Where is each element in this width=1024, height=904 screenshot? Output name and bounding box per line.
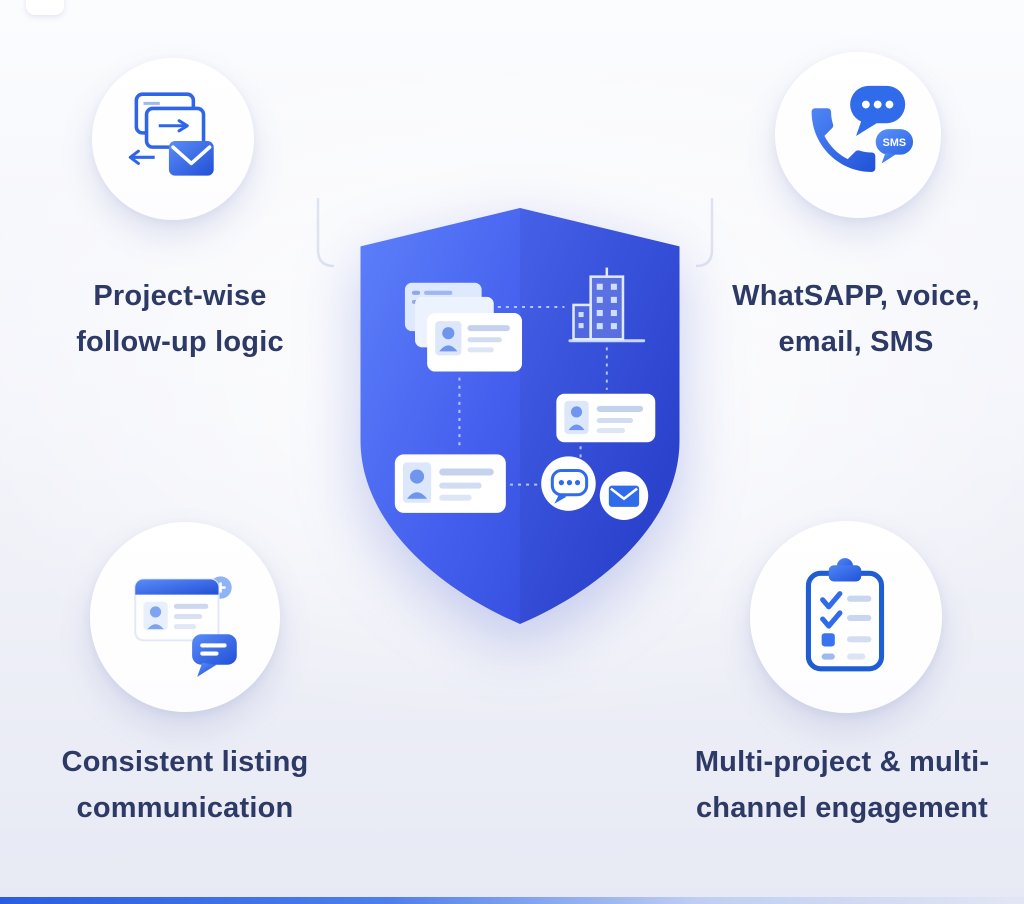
contact-card-icon	[556, 393, 656, 443]
feature-badge-engagement	[750, 521, 942, 713]
chat-bubble-icon	[192, 634, 237, 677]
feature-label-listing: Consistent listing communication	[5, 740, 365, 832]
cards-envelope-icon	[128, 92, 214, 176]
listing-card-icon	[134, 578, 220, 642]
checklist-rows	[820, 591, 872, 660]
feature-label-channels: WhatSAPP, voice, email, SMS	[698, 274, 1014, 366]
phone-handset-icon	[811, 108, 876, 172]
label-line: Consistent listing	[61, 746, 309, 778]
clipboard-checklist-icon	[805, 558, 885, 672]
label-line: channel engagement	[695, 791, 989, 824]
connector-top-right	[695, 198, 714, 268]
chat-bubble-icon	[541, 456, 596, 511]
clip-top	[828, 565, 862, 582]
feature-badge-project-followup	[92, 58, 254, 220]
feature-label-engagement: Multi-project & multi- channel engagemen…	[660, 740, 1024, 832]
email-icon	[599, 471, 649, 520]
chat-bubble-icon	[850, 85, 906, 136]
label-line: follow-up logic	[76, 325, 284, 358]
label-line: Project-wise	[93, 280, 267, 312]
phone-chat-sms-icon: SMS	[811, 85, 914, 172]
building-icon	[568, 267, 646, 343]
bottom-accent-bar	[0, 897, 1024, 904]
shield-svg	[360, 208, 680, 624]
shield-dashed-connectors	[458, 305, 608, 486]
feature-badge-listing	[90, 522, 280, 712]
lead-card-stack-icon	[404, 282, 523, 372]
feature-badge-channels: SMS	[775, 52, 941, 218]
shield-graphic	[348, 206, 692, 630]
label-line: communication	[76, 791, 294, 824]
sms-bubble-label: SMS	[883, 137, 906, 149]
connector-top-left	[316, 198, 335, 268]
sms-bubble-icon: SMS	[875, 129, 914, 164]
contact-card-icon	[394, 454, 506, 513]
label-line: Multi-project & multi-	[694, 746, 990, 778]
label-line: WhatSAPP, voice,	[732, 280, 980, 312]
label-line: email, SMS	[778, 325, 934, 358]
corner-notch	[26, 0, 64, 15]
feature-label-project-followup: Project-wise follow-up logic	[10, 274, 350, 366]
listing-card-chat-icon	[134, 576, 237, 677]
